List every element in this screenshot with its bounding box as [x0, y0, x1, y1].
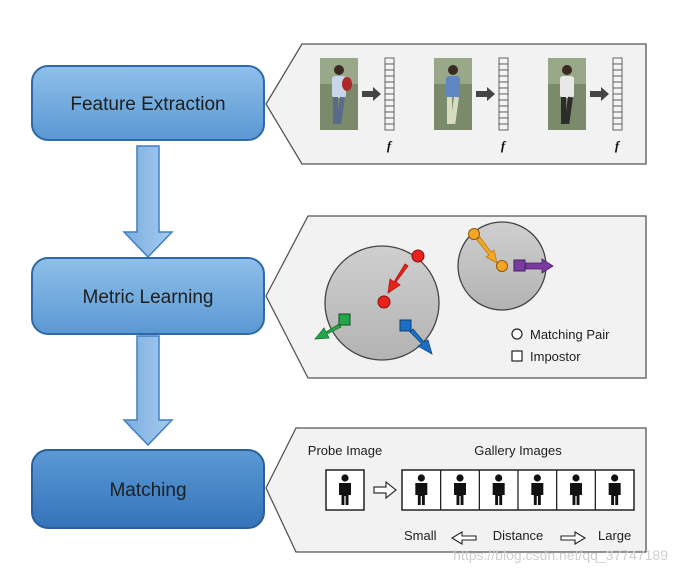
pedestrian-feature-pair: f — [320, 57, 395, 153]
flow-arrow-1 — [122, 145, 174, 259]
feature-vector-label: f — [387, 138, 393, 153]
pedestrian-feature-pair: f — [548, 57, 623, 153]
gallery-strip — [401, 469, 635, 511]
feature-vector — [498, 57, 509, 131]
pedestrian-image — [320, 58, 358, 130]
impostor-green — [314, 313, 351, 340]
probe-image-label: Probe Image — [308, 443, 382, 458]
arrow-right-icon — [590, 87, 609, 101]
stage-label-feature-extraction: Feature Extraction — [70, 94, 225, 115]
distance-small-label: Small — [404, 528, 437, 543]
arrow-right-icon — [476, 87, 495, 101]
stage-feature-extraction: Feature Extraction — [31, 65, 265, 141]
feature-vector — [612, 57, 623, 131]
matching-pair-orange — [468, 228, 508, 272]
feature-vector — [384, 57, 395, 131]
arrow-right-icon — [362, 87, 381, 101]
watermark: https://blog.csdn.net/qq_37747189 — [453, 547, 668, 563]
matching-pair-red — [377, 249, 425, 309]
gallery-images-label: Gallery Images — [474, 443, 562, 458]
legend-circle-icon — [511, 328, 523, 340]
stage-matching: Matching — [31, 449, 265, 529]
impostor-blue — [399, 319, 433, 355]
pedestrian-image — [548, 58, 586, 130]
person-icon — [339, 474, 351, 505]
person-icon — [608, 474, 621, 505]
feature-vector-label: f — [615, 138, 621, 153]
matching-panel: Probe Image Gallery Images Small Distanc… — [265, 427, 647, 553]
impostor-purple — [513, 258, 554, 274]
person-icon — [492, 474, 505, 505]
probe-image — [325, 469, 365, 511]
pedestrian-feature-pair: f — [434, 57, 509, 153]
person-icon — [531, 474, 544, 505]
stage-metric-learning: Metric Learning — [31, 257, 265, 335]
metric-learning-panel: Matching Pair Impostor — [265, 215, 647, 379]
person-icon — [415, 474, 428, 505]
legend-matching-pair: Matching Pair — [530, 327, 610, 342]
stage-label-matching: Matching — [109, 480, 186, 501]
legend-impostor: Impostor — [530, 349, 581, 364]
feature-vector-label: f — [501, 138, 507, 153]
probe-to-gallery-arrow — [373, 480, 397, 500]
arrow-right-icon — [560, 531, 587, 545]
pedestrian-image — [434, 58, 472, 130]
distance-label: Distance — [493, 528, 544, 543]
stage-label-metric-learning: Metric Learning — [83, 287, 214, 308]
legend-square-icon — [511, 350, 523, 362]
metric-legend: Matching Pair Impostor — [511, 327, 610, 364]
distance-large-label: Large — [598, 528, 631, 543]
person-icon — [454, 474, 466, 505]
person-icon — [570, 474, 582, 505]
flow-arrow-2 — [122, 335, 174, 447]
arrow-left-icon — [450, 531, 477, 545]
